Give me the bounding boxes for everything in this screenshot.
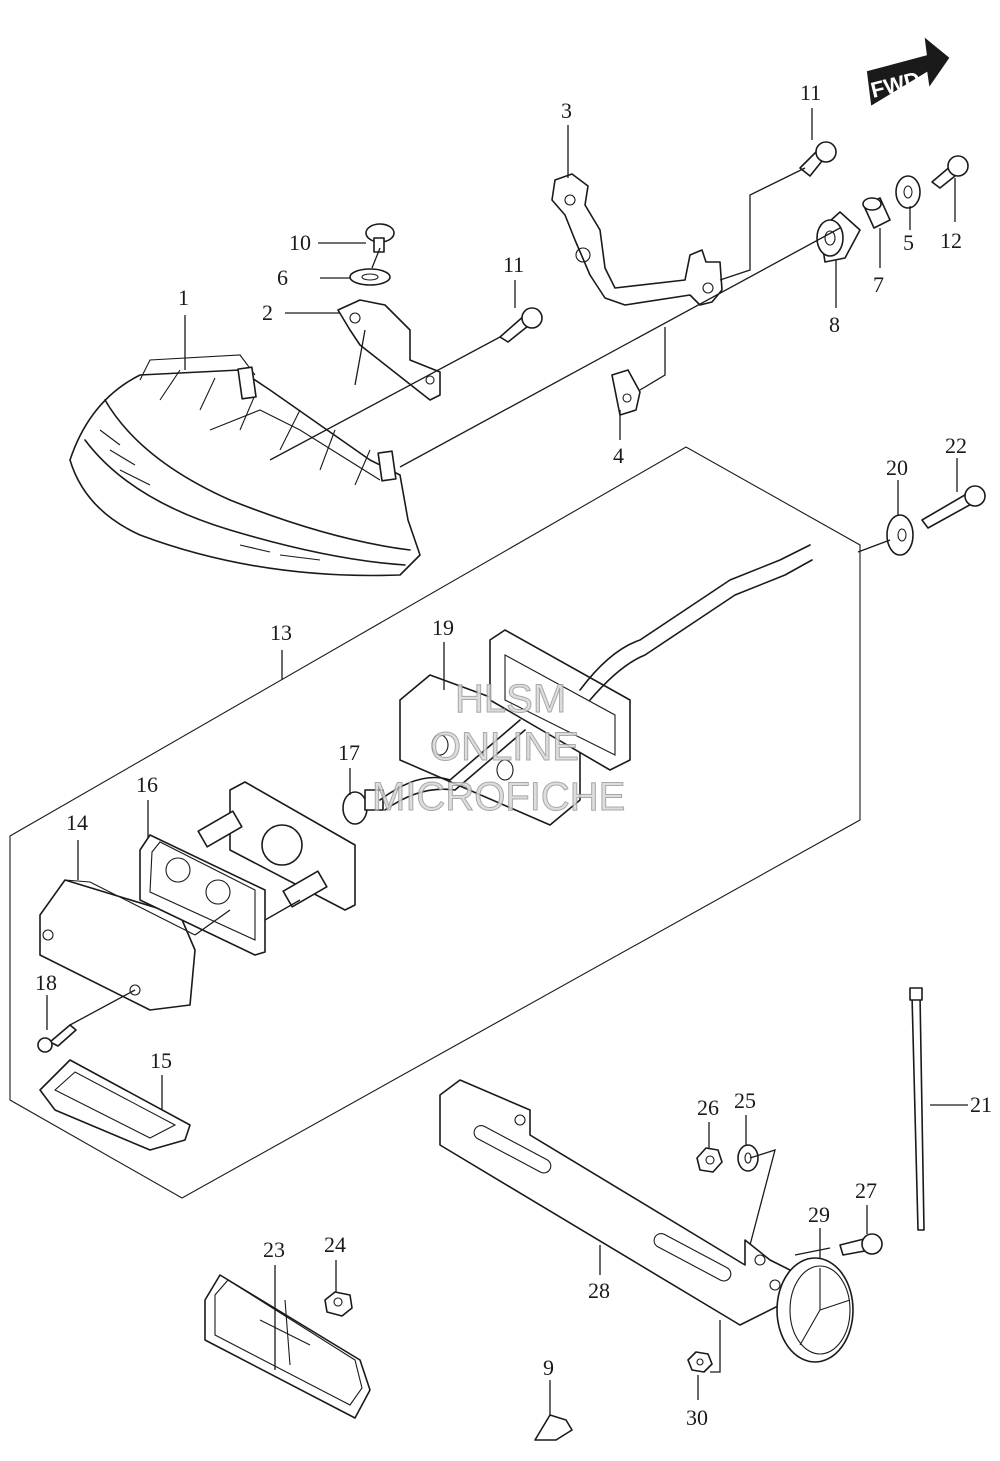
washer-20	[886, 514, 914, 556]
screw-10	[365, 223, 395, 253]
nut-24	[324, 1291, 353, 1317]
callout-leaders	[46, 108, 968, 1415]
callout-27: 27	[855, 1178, 877, 1203]
callout-11-lower: 11	[503, 252, 524, 277]
reflector-29	[776, 1257, 854, 1363]
callout-7: 7	[873, 272, 884, 297]
assembly-13-box	[9, 446, 861, 1199]
callout-28: 28	[588, 1278, 610, 1303]
callout-19: 19	[432, 615, 454, 640]
callout-16: 16	[136, 772, 158, 797]
watermark-line-1: HLSM	[455, 677, 566, 721]
lens-14	[39, 879, 196, 1011]
callout-20: 20	[886, 455, 908, 480]
socket-plate	[197, 781, 356, 911]
washer-5	[895, 175, 921, 209]
callout-14: 14	[66, 810, 88, 835]
callout-17: 17	[338, 740, 360, 765]
callout-3: 3	[561, 98, 572, 123]
bulb-17	[342, 789, 384, 825]
nut-30	[687, 1351, 713, 1373]
callout-30: 30	[686, 1405, 708, 1430]
cable-tie-21	[909, 987, 925, 1231]
callout-12: 12	[940, 228, 962, 253]
watermark-line-2: ONLINE	[430, 725, 579, 769]
clip-nut-4	[611, 369, 641, 416]
assembly-lines	[69, 167, 891, 1373]
callout-6: 6	[277, 265, 288, 290]
callout-11-upper: 11	[800, 80, 821, 105]
callout-10: 10	[289, 230, 311, 255]
bolt-11-upper	[799, 141, 837, 177]
bolt-12	[931, 155, 969, 189]
callout-21: 21	[970, 1092, 992, 1117]
bolt-22	[921, 485, 986, 529]
callout-8: 8	[829, 312, 840, 337]
bracket-2	[337, 299, 441, 401]
watermark-line-3: MICROFICHE	[372, 775, 625, 819]
watermark: HLSM ONLINE MICROFICHE	[372, 677, 626, 820]
fwd-arrow-icon: FWD	[866, 37, 950, 106]
washer-25	[737, 1144, 759, 1172]
socket-housing-19	[379, 544, 813, 826]
tail-lamp-assembly	[69, 354, 421, 577]
reflector-23	[204, 1274, 371, 1419]
callout-25: 25	[734, 1088, 756, 1113]
license-bracket-28	[439, 1079, 791, 1326]
reflector-15	[39, 1059, 191, 1151]
callout-24: 24	[324, 1232, 346, 1257]
nut-26	[696, 1147, 723, 1173]
callout-23: 23	[263, 1237, 285, 1262]
callout-22: 22	[945, 433, 967, 458]
washer-6	[349, 268, 391, 286]
callout-5: 5	[903, 230, 914, 255]
gasket-16	[139, 834, 266, 956]
callout-15: 15	[150, 1048, 172, 1073]
callout-18: 18	[35, 970, 57, 995]
grommet-8	[816, 211, 861, 263]
callout-2: 2	[262, 300, 273, 325]
bolt-27	[839, 1233, 883, 1256]
stay-3	[551, 173, 723, 306]
callout-26: 26	[697, 1095, 719, 1120]
screw-18	[37, 1024, 77, 1053]
rivet-9	[534, 1414, 573, 1441]
collar-7	[862, 197, 891, 229]
bolt-11-lower	[499, 307, 543, 343]
callout-labels: 1 2 3 4 5 6 7 8 9 10 11 11 12 13 14 15 1…	[35, 80, 992, 1430]
callout-1: 1	[178, 285, 189, 310]
callout-9: 9	[543, 1355, 554, 1380]
callout-13: 13	[270, 620, 292, 645]
callout-29: 29	[808, 1202, 830, 1227]
callout-4: 4	[613, 443, 624, 468]
